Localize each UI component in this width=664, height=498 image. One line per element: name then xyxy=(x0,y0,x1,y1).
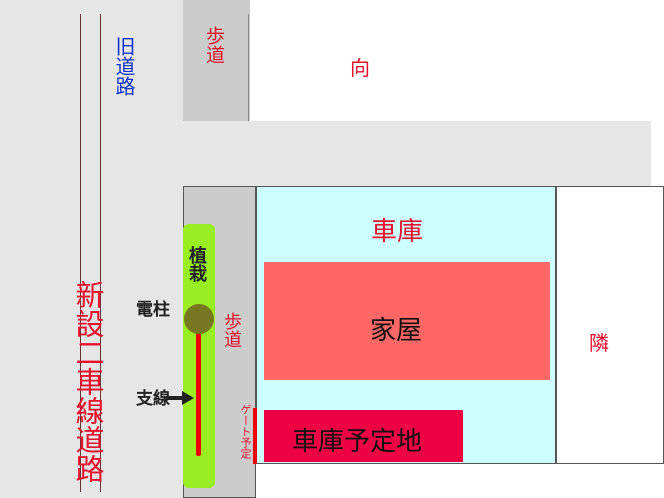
planting-label: 植栽 xyxy=(186,246,207,282)
sidewalk-right-label: 歩道 xyxy=(221,312,242,348)
planned-garage-label: 車庫予定地 xyxy=(292,427,423,457)
neighbor-lot xyxy=(556,186,664,464)
new-road-label: 新設二車線道路 xyxy=(71,280,105,483)
guy-wire-label: 支線 xyxy=(136,389,170,409)
gate-line xyxy=(253,408,257,464)
sidewalk-top-label: 歩道 xyxy=(203,26,225,64)
house-block xyxy=(264,262,550,380)
garage-label: 車庫 xyxy=(371,217,424,247)
road-line-right xyxy=(100,14,101,492)
road-line-left xyxy=(80,14,81,492)
sidewalk-top xyxy=(183,0,250,121)
pole-label: 電柱 xyxy=(136,300,170,320)
house-label: 家屋 xyxy=(370,316,423,346)
old-road-area xyxy=(0,0,183,498)
guy-wire-line xyxy=(196,318,201,456)
gate-label: ゲート予定 xyxy=(239,404,252,459)
cross-road-area xyxy=(183,121,651,186)
sidewalk-top-edge xyxy=(248,14,249,121)
old-road-label: 旧道路 xyxy=(112,36,136,96)
arrow-right-icon xyxy=(166,391,194,405)
neighbor-label: 隣 xyxy=(589,331,609,355)
utility-pole-circle xyxy=(184,304,214,334)
opposite-label: 向 xyxy=(350,56,370,80)
planned-garage-block xyxy=(264,410,463,462)
